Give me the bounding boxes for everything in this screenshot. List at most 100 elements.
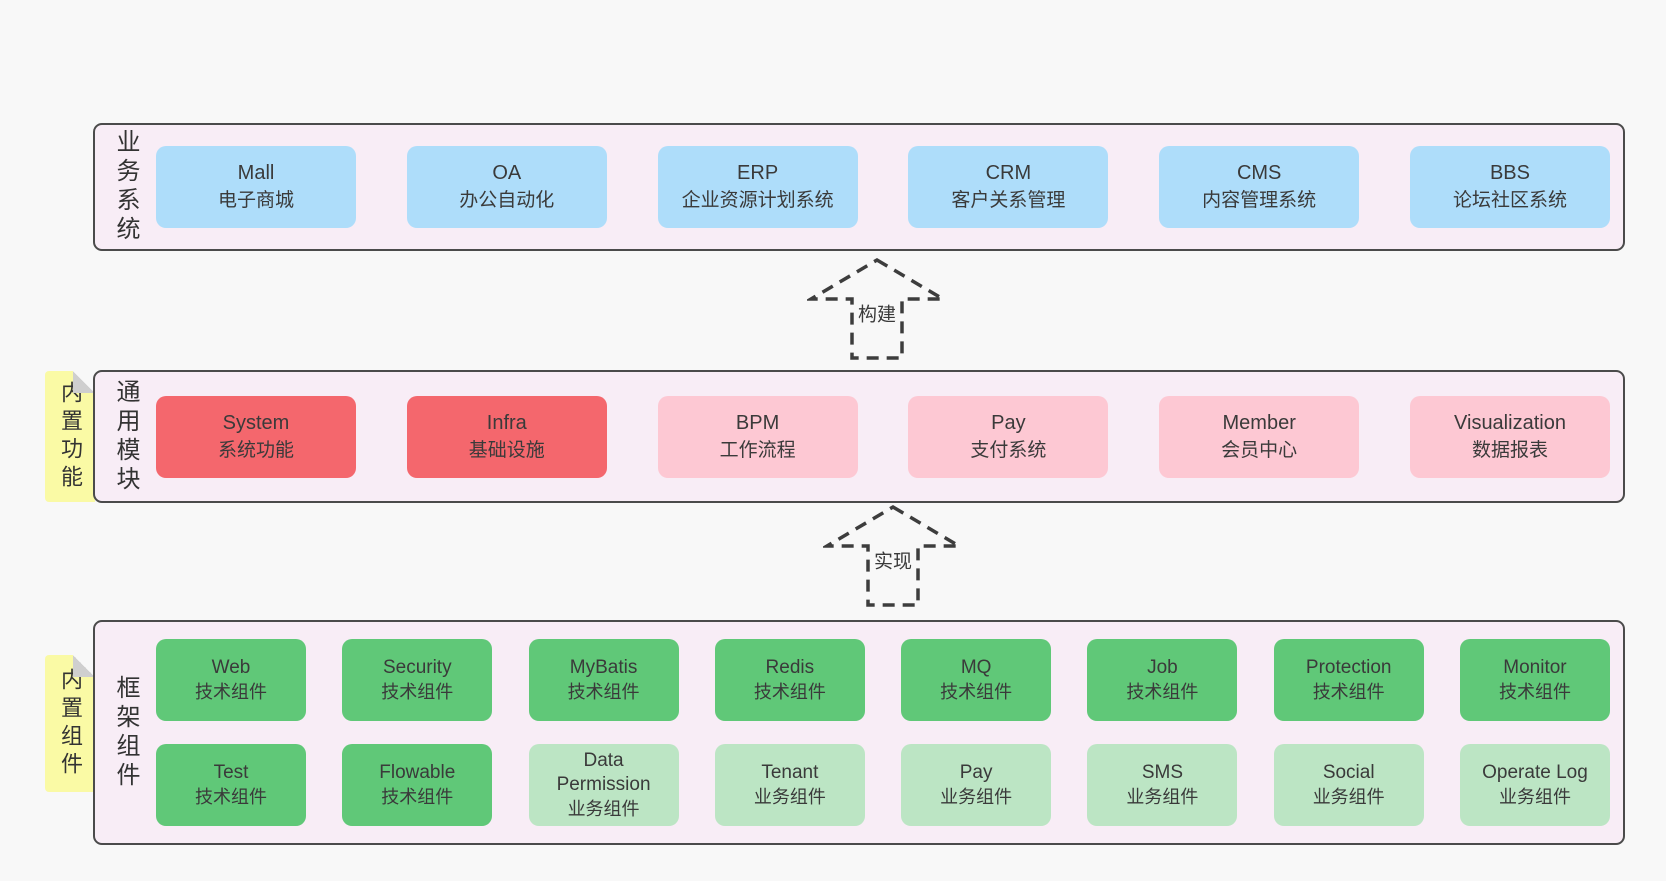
box-title: MQ bbox=[960, 657, 992, 678]
box-title: Job bbox=[1147, 657, 1178, 678]
box-test: Test 技术组件 bbox=[156, 744, 306, 826]
box-subtitle: 电子商城 bbox=[217, 190, 294, 211]
box-row: System 系统功能 Infra 基础设施 BPM 工作流程 Pay 支付系统… bbox=[156, 395, 1610, 478]
box-title: Mall bbox=[237, 162, 275, 184]
box-title: Social bbox=[1322, 762, 1375, 783]
box-title: BPM bbox=[735, 411, 780, 434]
arrow-label: 构建 bbox=[854, 299, 900, 327]
box-title: Visualization bbox=[1454, 411, 1566, 434]
sticky-tab-label: 内置功能 bbox=[58, 380, 83, 493]
box-row: Mall 电子商城 OA 办公自动化 ERP 企业资源计划系统 CRM 客户关系… bbox=[156, 146, 1610, 228]
box-subtitle: 论坛社区系统 bbox=[1452, 190, 1567, 211]
box-subtitle: 企业资源计划系统 bbox=[681, 190, 834, 211]
box-subtitle: 技术组件 bbox=[1312, 682, 1385, 702]
box-system: System 系统功能 bbox=[156, 395, 356, 478]
box-subtitle: 会员中心 bbox=[1221, 439, 1298, 461]
box-title: Pay bbox=[959, 762, 993, 783]
box-subtitle: 业务组件 bbox=[1126, 787, 1199, 807]
box-subtitle: 支付系统 bbox=[970, 439, 1047, 461]
box-subtitle: 技术组件 bbox=[753, 682, 826, 702]
box-operate-log: Operate Log 业务组件 bbox=[1459, 744, 1610, 826]
arrow-implement: 实现 bbox=[823, 503, 963, 609]
box-subtitle: 客户关系管理 bbox=[951, 190, 1066, 211]
block-arrow-up-icon bbox=[807, 257, 947, 360]
box-title: Member bbox=[1222, 411, 1296, 434]
box-tenant: Tenant 业务组件 bbox=[714, 744, 865, 826]
box-title: CMS bbox=[1236, 162, 1282, 184]
box-mybatis: MyBatis 技术组件 bbox=[528, 639, 679, 721]
box-security: Security 技术组件 bbox=[342, 639, 493, 721]
box-infra: Infra 基础设施 bbox=[406, 395, 607, 478]
sticky-tab-builtin-components: 内置组件 bbox=[45, 655, 95, 792]
box-title: Pay bbox=[991, 411, 1026, 434]
box-subtitle: 基础设施 bbox=[468, 439, 545, 461]
box-subtitle: 技术组件 bbox=[1126, 682, 1199, 702]
box-member: Member 会员中心 bbox=[1159, 395, 1360, 478]
box-bpm: BPM 工作流程 bbox=[657, 395, 858, 478]
box-monitor: Monitor 技术组件 bbox=[1459, 639, 1610, 721]
box-erp: ERP 企业资源计划系统 bbox=[657, 146, 858, 228]
box-protection: Protection 技术组件 bbox=[1273, 639, 1424, 721]
box-title: Flowable bbox=[379, 762, 456, 783]
sticky-tab-builtin-features: 内置功能 bbox=[45, 371, 95, 502]
box-title: ERP bbox=[737, 162, 779, 184]
box-redis: Redis 技术组件 bbox=[714, 639, 865, 721]
box-subtitle: 技术组件 bbox=[195, 787, 267, 807]
box-row: Test 技术组件 Flowable 技术组件 Data Permission … bbox=[156, 744, 1610, 826]
section-label: 业务系统 bbox=[112, 129, 139, 245]
box-title: BBS bbox=[1489, 162, 1530, 184]
box-title: Redis bbox=[765, 657, 815, 678]
section-label: 框架组件 bbox=[112, 674, 139, 791]
box-title: Security bbox=[382, 657, 452, 678]
section-business-systems: 业务系统 Mall 电子商城 OA 办公自动化 ERP 企业资源计划系统 CRM… bbox=[93, 123, 1625, 251]
box-pay-business: Pay 业务组件 bbox=[901, 744, 1052, 826]
box-mq: MQ 技术组件 bbox=[901, 639, 1052, 721]
box-subtitle: 工作流程 bbox=[719, 439, 796, 461]
box-social: Social 业务组件 bbox=[1273, 744, 1424, 826]
box-subtitle: 业务组件 bbox=[753, 787, 826, 807]
box-subtitle: 技术组件 bbox=[381, 787, 454, 807]
box-title: OA bbox=[492, 162, 522, 184]
box-title: Test bbox=[213, 762, 249, 783]
box-sms: SMS 业务组件 bbox=[1087, 744, 1238, 826]
box-title: Tenant bbox=[761, 762, 819, 783]
box-title: Monitor bbox=[1503, 657, 1567, 678]
box-subtitle: 业务组件 bbox=[940, 787, 1013, 807]
box-title: Infra bbox=[486, 411, 527, 434]
sticky-tab-label: 内置组件 bbox=[58, 667, 83, 780]
box-rows: Web 技术组件 Security 技术组件 MyBatis 技术组件 Redi… bbox=[156, 622, 1610, 843]
box-title: System bbox=[222, 411, 290, 434]
section-framework-components: 框架组件 Web 技术组件 Security 技术组件 MyBatis 技术组件… bbox=[93, 620, 1625, 845]
box-subtitle: 技术组件 bbox=[940, 682, 1013, 702]
box-pay: Pay 支付系统 bbox=[908, 395, 1109, 478]
box-flowable: Flowable 技术组件 bbox=[342, 744, 493, 826]
box-subtitle: 业务组件 bbox=[567, 799, 640, 819]
box-subtitle: 内容管理系统 bbox=[1202, 190, 1317, 211]
box-crm: CRM 客户关系管理 bbox=[908, 146, 1109, 228]
box-title: MyBatis bbox=[569, 657, 638, 678]
box-title: CRM bbox=[985, 162, 1032, 184]
box-subtitle: 技术组件 bbox=[381, 682, 454, 702]
box-subtitle: 技术组件 bbox=[567, 682, 640, 702]
box-cms: CMS 内容管理系统 bbox=[1159, 146, 1360, 228]
box-mall: Mall 电子商城 bbox=[156, 146, 356, 228]
box-title: Data Permission bbox=[556, 750, 651, 795]
section-common-modules: 通用模块 System 系统功能 Infra 基础设施 BPM 工作流程 Pay… bbox=[93, 370, 1625, 503]
box-subtitle: 数据报表 bbox=[1471, 439, 1548, 461]
box-web: Web 技术组件 bbox=[156, 639, 306, 721]
box-data-permission: Data Permission 业务组件 bbox=[528, 744, 679, 826]
box-title: Operate Log bbox=[1482, 762, 1588, 783]
box-subtitle: 业务组件 bbox=[1498, 787, 1571, 807]
box-subtitle: 技术组件 bbox=[1498, 682, 1571, 702]
box-title: Web bbox=[211, 657, 251, 678]
box-subtitle: 系统功能 bbox=[217, 439, 294, 461]
box-title: SMS bbox=[1141, 762, 1183, 783]
box-oa: OA 办公自动化 bbox=[406, 146, 607, 228]
box-bbs: BBS 论坛社区系统 bbox=[1409, 146, 1610, 228]
section-label: 通用模块 bbox=[112, 378, 139, 495]
box-title: Protection bbox=[1305, 657, 1392, 678]
box-job: Job 技术组件 bbox=[1087, 639, 1238, 721]
box-rows: System 系统功能 Infra 基础设施 BPM 工作流程 Pay 支付系统… bbox=[156, 372, 1610, 501]
box-subtitle: 办公自动化 bbox=[459, 190, 555, 211]
